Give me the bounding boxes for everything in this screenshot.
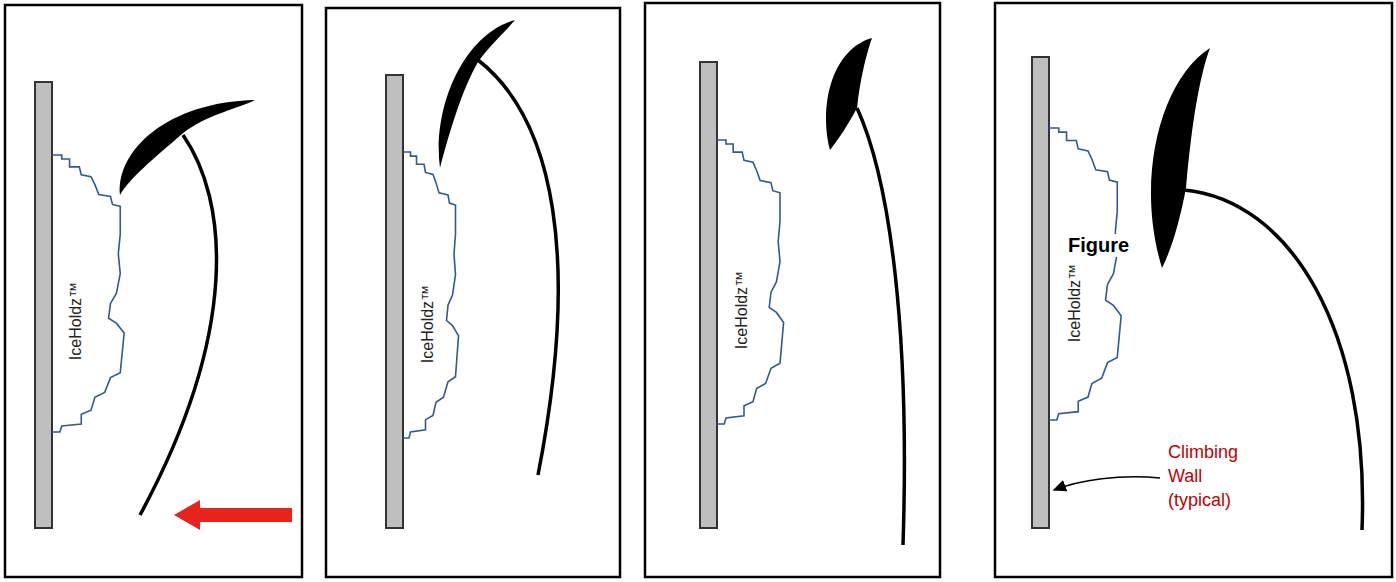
axe-pick: [1151, 48, 1210, 268]
axe-shaft: [478, 60, 558, 475]
axe-pick: [120, 100, 255, 195]
axe-shaft: [857, 108, 904, 545]
axe-shaft: [1184, 190, 1363, 530]
climbing-wall: [35, 82, 52, 528]
leader-line: [1054, 477, 1160, 490]
part-label: Climbing Wall (typical): [1168, 440, 1258, 512]
hold-outline: [1049, 128, 1127, 420]
hold-outline: [52, 155, 130, 432]
climbing-wall: [1032, 57, 1049, 528]
panel-frame: [326, 8, 620, 577]
ice-hold: IceHoldz™: [403, 152, 463, 438]
ice-hold: IceHoldz™: [52, 155, 130, 432]
climbing-wall: [700, 62, 717, 528]
panel-frame: [645, 3, 940, 577]
push-arrow: [174, 500, 292, 530]
axe-pick: [439, 20, 515, 168]
panel-frame: [5, 5, 302, 577]
panel-frame: [995, 3, 1392, 577]
brand-name: IceHoldz™: [733, 271, 751, 349]
climbing-wall: [386, 75, 403, 528]
ice-hold: IceHoldz™: [717, 140, 789, 424]
figure-label: Figure: [1066, 234, 1131, 257]
hold-outline: [717, 140, 789, 424]
ice-hold: IceHoldz™: [1049, 128, 1127, 420]
brand-name: IceHoldz™: [1066, 264, 1084, 342]
axe-shaft: [140, 135, 217, 515]
brand-name: IceHoldz™: [419, 284, 437, 362]
brand-name: IceHoldz™: [67, 282, 85, 360]
